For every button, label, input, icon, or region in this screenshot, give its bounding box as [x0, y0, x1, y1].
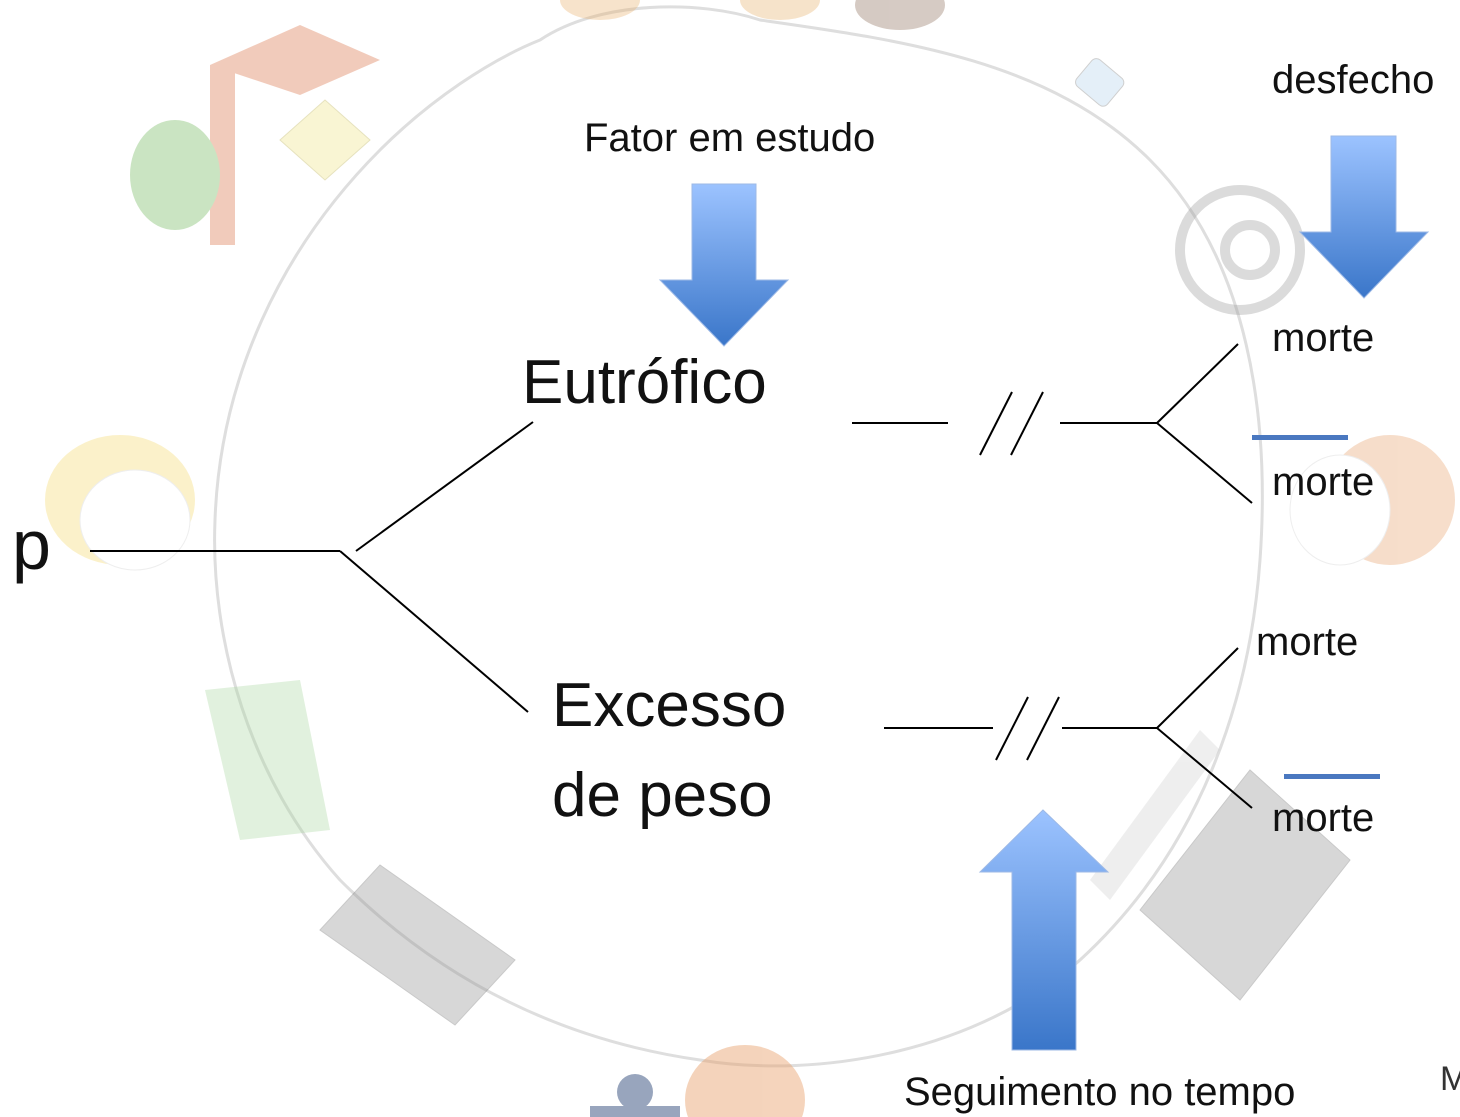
outcome-label-negated: morte: [1272, 460, 1375, 504]
outcome-label: morte: [1272, 316, 1375, 360]
followup-up-arrow: [978, 809, 1110, 1051]
root-label: p: [12, 506, 51, 584]
outcome-down-arrow: [1298, 135, 1430, 299]
branch-label-eutrophic: Eutrófico: [522, 348, 767, 417]
time-break-mark: [1026, 696, 1060, 761]
outcome-label: morte: [1256, 620, 1359, 664]
outcome-branch-line: [1156, 422, 1253, 504]
time-break-mark: [1010, 391, 1044, 456]
time-break-mark: [979, 391, 1013, 456]
branch-label-excess-line2: de peso: [552, 761, 773, 830]
outcome-branch-line: [1156, 727, 1253, 809]
branch-line-excess: [339, 550, 529, 713]
negation-bar: [1252, 435, 1348, 440]
outcome-label-negated: morte: [1272, 796, 1375, 840]
outcome-branch-line: [1156, 343, 1239, 424]
outcome-header: desfecho: [1272, 58, 1435, 102]
branch-label-excess-line1: Excesso: [552, 671, 787, 740]
branch-line-eutrophic: [355, 421, 534, 552]
factor-down-arrow: [658, 183, 790, 347]
negation-bar: [1284, 774, 1380, 779]
time-break-mark: [995, 696, 1029, 761]
corner-fragment: M: [1440, 1060, 1460, 1098]
factor-header: Fator em estudo: [584, 116, 876, 160]
followup-header: Seguimento no tempo: [904, 1070, 1296, 1114]
outcome-branch-line: [1156, 647, 1239, 729]
